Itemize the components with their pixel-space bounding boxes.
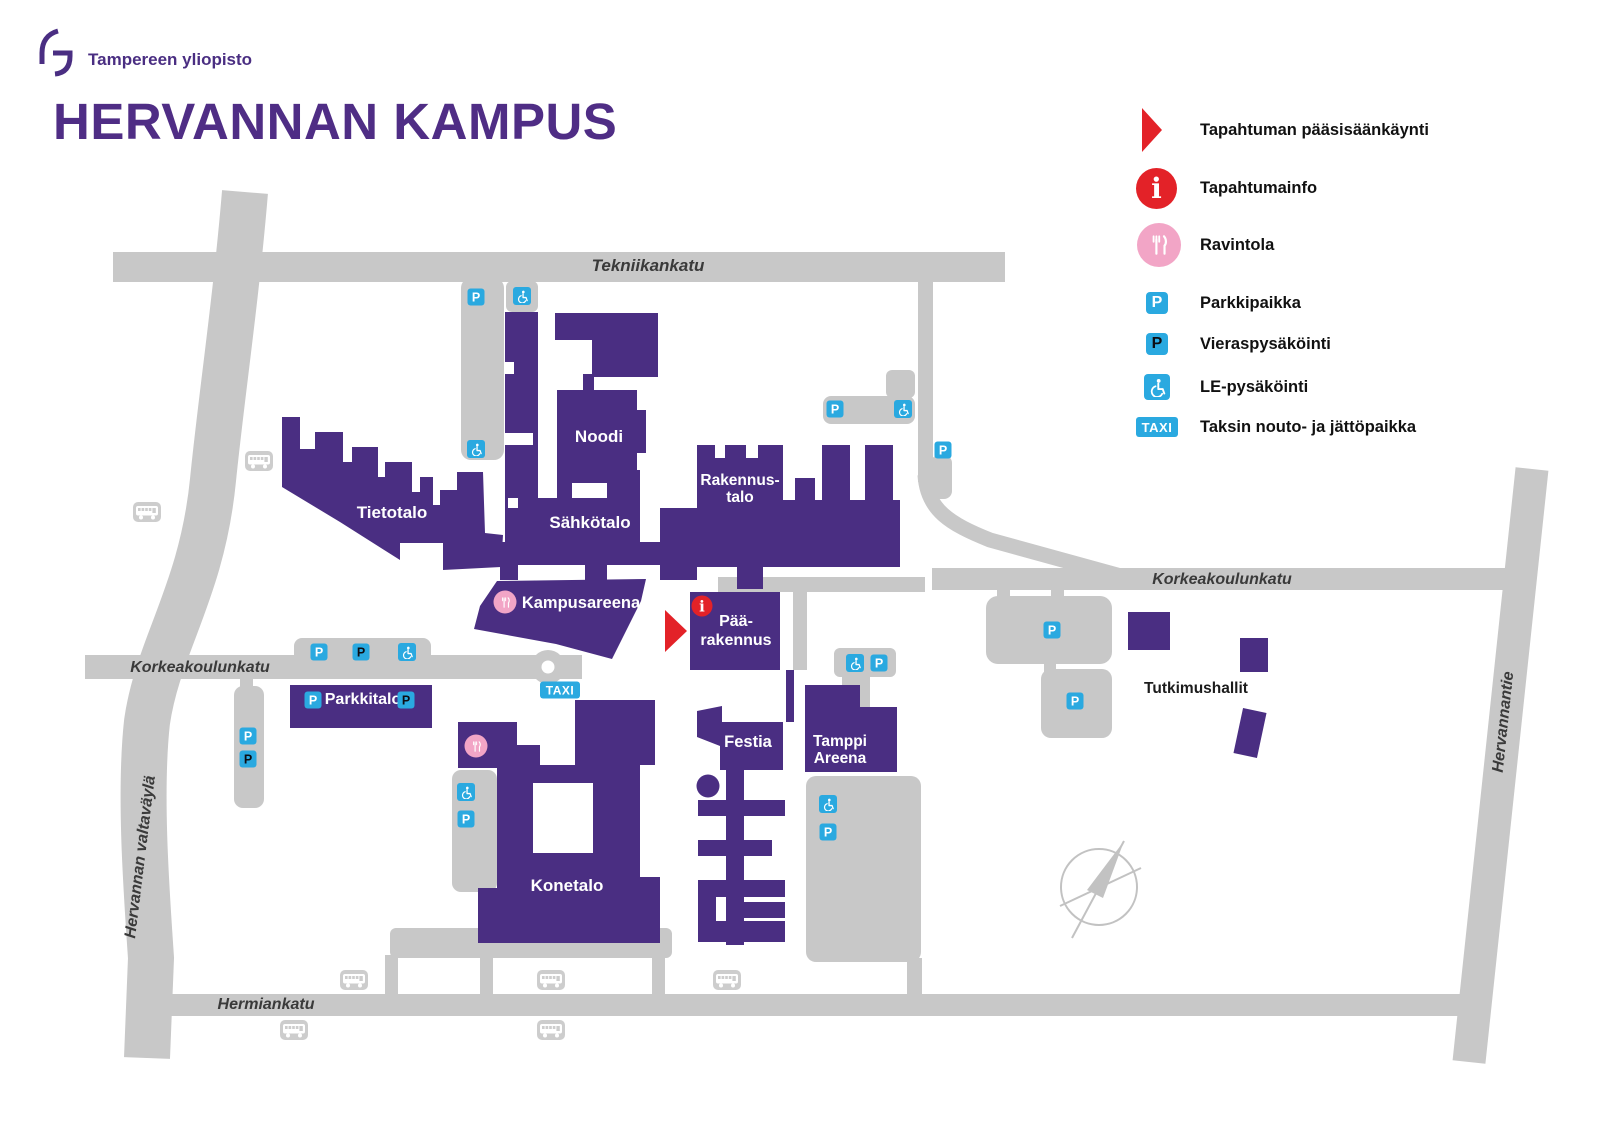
parking-badge: P xyxy=(239,727,257,745)
legend-label: Tapahtuman pääsisäänkäynti xyxy=(1200,120,1429,139)
legend-label: Parkkipaikka xyxy=(1200,293,1301,312)
bus-stop-icon xyxy=(713,970,741,990)
building-konetalo xyxy=(458,700,660,943)
road-tekniikankatu xyxy=(113,252,1005,282)
taxi-icon: TAXI xyxy=(1136,417,1178,437)
accessible-parking-badge xyxy=(467,440,485,458)
visitor-parking-badge: P xyxy=(352,643,370,661)
building-label-parkkitalo: Parkkitalo xyxy=(324,691,402,708)
building-label-paarakennus: Pää- rakennus xyxy=(700,613,772,649)
building-label-festia: Festia xyxy=(724,733,772,751)
taxi-stop-badge: TAXI xyxy=(540,681,580,699)
street-label-korkeakoulunkatu-west: Korkeakoulunkatu xyxy=(130,659,270,676)
bus-stop-icon xyxy=(245,451,273,471)
legend-label: Vieraspysäköinti xyxy=(1200,334,1331,353)
parking-badge: P xyxy=(457,810,475,828)
building-kampusareena xyxy=(474,579,646,659)
legend-row-visitor-parking: P Vieraspysäköinti xyxy=(1136,333,1331,355)
building-label-sahkotalo: Sähkötalo xyxy=(549,513,631,532)
parking-icon: P xyxy=(1146,292,1168,314)
accessible-parking-icon xyxy=(1144,374,1170,400)
road-hervannan-valtavayla xyxy=(120,190,268,1059)
legend-label: Ravintola xyxy=(1200,235,1275,254)
logo-text: Tampereen yliopisto xyxy=(88,50,253,69)
street-label-korkeakoulunkatu-east: Korkeakoulunkatu xyxy=(1152,571,1292,588)
legend-row-entrance: Tapahtuman pääsisäänkäynti xyxy=(1136,108,1429,152)
legend-row-parking: P Parkkipaikka xyxy=(1136,292,1301,314)
building-festia xyxy=(696,706,785,945)
road-access-curve xyxy=(917,474,1130,586)
restaurant-icon xyxy=(1137,223,1181,267)
accessible-parking-badge xyxy=(457,783,475,801)
building-rakennustalo xyxy=(697,445,900,589)
parking-badge: P xyxy=(467,288,485,306)
parking-badge: P xyxy=(1043,621,1061,639)
accessible-parking-badge xyxy=(398,643,416,661)
parking-strip-north xyxy=(461,278,504,460)
roads xyxy=(85,190,1549,1064)
event-entrance-arrow-icon xyxy=(665,610,687,652)
parking-badge: P xyxy=(1066,692,1084,710)
legend-label: Tapahtumainfo xyxy=(1200,179,1318,197)
road-access-north xyxy=(918,282,933,482)
building-label-tutkimushallit: Tutkimushallit xyxy=(1144,680,1248,697)
parking-tamppi-big xyxy=(806,776,921,962)
legend-label: Taksin nouto- ja jättöpaikka xyxy=(1200,417,1417,436)
event-info-icon: i xyxy=(691,595,713,617)
accessible-parking-badge xyxy=(846,654,864,672)
building-label-tamppi-areena: Tamppi Areena xyxy=(813,733,867,767)
info-icon: i xyxy=(1136,168,1177,209)
road-hervannantie xyxy=(1452,467,1549,1064)
entrance-arrow-icon xyxy=(1142,108,1162,152)
restaurant-icon xyxy=(493,590,517,614)
buildings-tutkimushallit xyxy=(1128,612,1268,758)
building-tietotalo xyxy=(282,417,503,570)
legend-row-info: i Tapahtumainfo xyxy=(1136,168,1317,209)
road-korkeakoulunkatu-right xyxy=(932,568,1506,590)
street-label-hermiankatu: Hermiankatu xyxy=(217,996,315,1013)
building-noodi xyxy=(557,390,646,496)
building-label-kampusareena: Kampusareena xyxy=(521,594,641,612)
accessible-parking-badge xyxy=(819,795,837,813)
bus-stop-icon xyxy=(133,502,161,522)
building-label-tietotalo: Tietotalo xyxy=(356,503,428,522)
building-sahkotalo xyxy=(500,312,697,585)
visitor-parking-icon: P xyxy=(1146,333,1168,355)
legend-row-accessible-parking: LE-pysäköinti xyxy=(1136,374,1308,400)
legend-row-restaurant: Ravintola xyxy=(1136,223,1274,267)
accessible-parking-badge xyxy=(894,400,912,418)
parking-badge: P xyxy=(934,441,952,459)
parking-badge: P xyxy=(310,643,328,661)
building-label-konetalo: Konetalo xyxy=(530,876,604,895)
parking-badge: P xyxy=(819,823,837,841)
parking-rakennustalo xyxy=(823,396,915,424)
visitor-parking-badge: P xyxy=(239,750,257,768)
university-logo-icon xyxy=(39,28,73,77)
legend-row-taxi: TAXI Taksin nouto- ja jättöpaikka xyxy=(1136,417,1416,437)
bus-stop-icon xyxy=(537,970,565,990)
parking-strip-west xyxy=(234,686,264,808)
visitor-parking-badge: P xyxy=(397,691,415,709)
building-tamppi-areena xyxy=(805,685,897,772)
building-label-rakennustalo: Rakennus- talo xyxy=(700,472,780,506)
road-hermiankatu xyxy=(168,994,1476,1016)
parking-badge: P xyxy=(870,654,888,672)
bus-stop-icon xyxy=(537,1020,565,1040)
restaurant-icon xyxy=(464,734,488,758)
compass-rose xyxy=(1059,840,1142,939)
bus-stop-icon xyxy=(340,970,368,990)
accessible-parking-badge xyxy=(513,287,531,305)
street-label-tekniikankatu: Tekniikankatu xyxy=(591,256,705,275)
page-title: HERVANNAN KAMPUS xyxy=(53,93,618,150)
parking-badge: P xyxy=(826,400,844,418)
parking-badge: P xyxy=(304,691,322,709)
bus-stop-icon xyxy=(280,1020,308,1040)
legend-label: LE-pysäköinti xyxy=(1200,377,1309,396)
sidewalk-paarakennus xyxy=(718,577,925,592)
building-label-noodi: Noodi xyxy=(574,427,624,446)
